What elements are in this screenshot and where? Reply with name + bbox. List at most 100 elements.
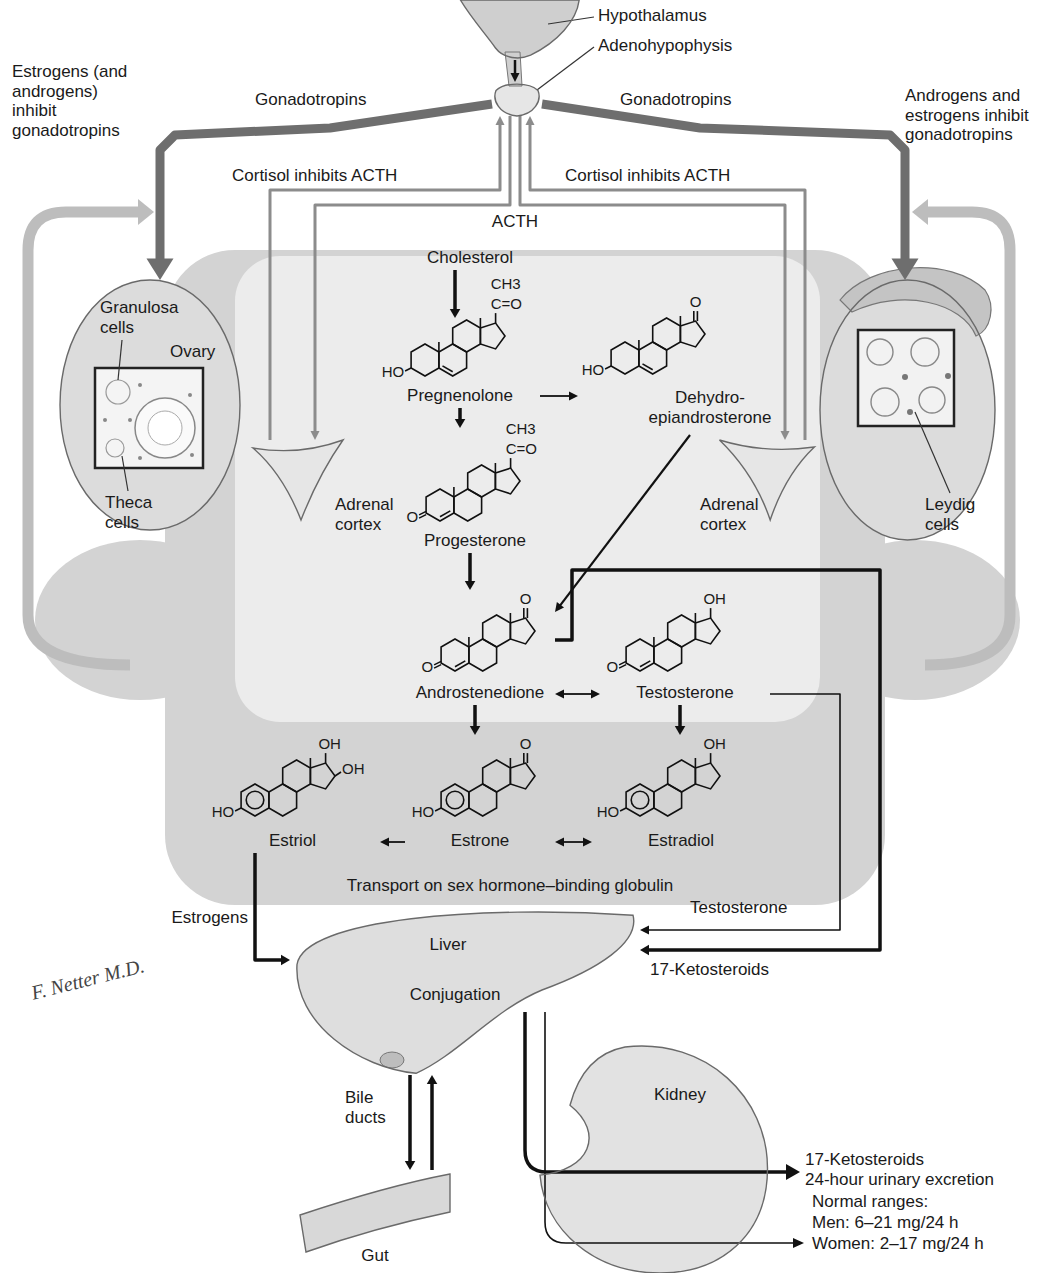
ring-bond	[626, 639, 654, 671]
arrowhead	[427, 1075, 438, 1084]
organ-detail	[188, 393, 192, 397]
organ-detail	[945, 373, 951, 379]
molecule-name-holder: Pregnenolone	[407, 386, 513, 406]
connector	[427, 1075, 438, 1170]
connector	[640, 694, 840, 935]
bond	[419, 515, 426, 519]
arrowhead	[380, 838, 389, 847]
atom-label: OH	[318, 735, 341, 752]
liver: LiverConjugation	[290, 905, 640, 1075]
connector-line	[540, 395, 571, 397]
bond	[640, 661, 650, 667]
body-region	[165, 250, 885, 905]
ring-bond	[680, 321, 705, 347]
molecule-name-holder: Androstenedione	[416, 683, 545, 703]
organ-detail	[919, 387, 945, 413]
connector	[540, 392, 578, 401]
arrowhead	[470, 726, 481, 735]
organ-detail	[135, 398, 195, 458]
atom-label-holder: O	[520, 590, 532, 607]
bond	[693, 311, 695, 321]
atom-label-holder: OH	[703, 590, 726, 607]
kidney-outline	[520, 1040, 770, 1273]
arrowhead	[640, 945, 649, 956]
connector-line	[559, 435, 690, 606]
arrowhead	[892, 258, 919, 280]
ring-bond	[411, 344, 439, 376]
connector-line	[530, 123, 805, 440]
atom-label-holder: CH3	[491, 275, 521, 292]
urinary-excretion-arrow	[786, 1164, 800, 1180]
ring-bond	[480, 323, 505, 349]
ring-bond	[626, 784, 654, 816]
node-label: Kidney	[654, 1085, 706, 1105]
connector	[455, 408, 466, 428]
connector-line	[468, 553, 472, 583]
edge-label: Cortisol inhibits ACTH	[565, 166, 730, 186]
bond	[495, 463, 497, 473]
liver-outline	[297, 912, 634, 1073]
connector-line	[408, 1075, 412, 1163]
bond	[527, 753, 529, 763]
ring-bond	[426, 489, 454, 521]
organ-detail	[138, 456, 142, 460]
connector-line	[514, 60, 517, 75]
ovary-fill	[60, 280, 240, 530]
testis: Leydig cells	[820, 280, 995, 540]
molecule-name: Progesterone	[424, 531, 526, 551]
bond	[695, 758, 697, 768]
bond	[527, 608, 529, 618]
ring-bond	[441, 784, 469, 816]
leader-line	[122, 456, 128, 491]
edge-label: 17-Ketosteroids	[650, 960, 769, 980]
connector-line	[458, 408, 462, 421]
node-label-holder: Ovary	[170, 342, 215, 362]
adrenal-gland-fill	[253, 440, 343, 520]
atom-label-holder: C=O	[506, 440, 537, 457]
arrowhead	[640, 926, 649, 935]
hypothalamus-fill	[460, 0, 579, 58]
molecule-name-holder: Estradiol	[648, 831, 714, 851]
arrowhead	[555, 602, 564, 612]
ring-bond	[611, 342, 639, 374]
bond	[620, 808, 626, 811]
note-label: 24-hour urinary excretion	[805, 1170, 994, 1190]
organ-detail	[106, 439, 124, 457]
gut: Gut	[300, 1170, 450, 1270]
arrowhead	[281, 955, 290, 966]
molecule-box: Estriol	[205, 735, 380, 853]
pituitary-gland-fill	[495, 84, 539, 116]
connector	[555, 838, 592, 847]
bond	[434, 665, 441, 669]
bond	[605, 366, 611, 369]
arrowhead	[511, 73, 520, 82]
node-label-holder: Conjugation	[410, 985, 501, 1005]
note-label-holder: 24-hour urinary excretion	[805, 1170, 994, 1190]
connector	[255, 853, 290, 965]
body-region	[35, 250, 1020, 905]
bond	[653, 637, 655, 647]
molecule-box: Pregnenolone	[380, 318, 540, 408]
edge-label-holder: Cortisol inhibits ACTH	[232, 166, 397, 186]
molecule-name-holder: Testosterone	[636, 683, 733, 703]
adrenal-gland: Adrenal cortex	[700, 440, 830, 540]
node-label: Adrenal cortex	[335, 495, 401, 534]
connector-line	[520, 116, 785, 433]
testis-outline	[820, 280, 995, 540]
arrowhead	[781, 431, 790, 440]
atom-label: OH	[703, 590, 726, 607]
feedback-arrow	[925, 212, 1010, 665]
gut-outline	[300, 1174, 450, 1252]
atom-label-holder: O	[690, 293, 702, 310]
bond	[443, 366, 453, 372]
connector	[465, 553, 476, 590]
hypothalamus-outline	[460, 0, 579, 58]
edge-label: Testosterone	[690, 898, 787, 918]
ring-bond	[668, 760, 696, 792]
bond	[480, 318, 482, 328]
note-label-holder: Normal ranges:	[812, 1192, 928, 1212]
bond	[619, 665, 626, 669]
arrowhead	[591, 690, 600, 699]
